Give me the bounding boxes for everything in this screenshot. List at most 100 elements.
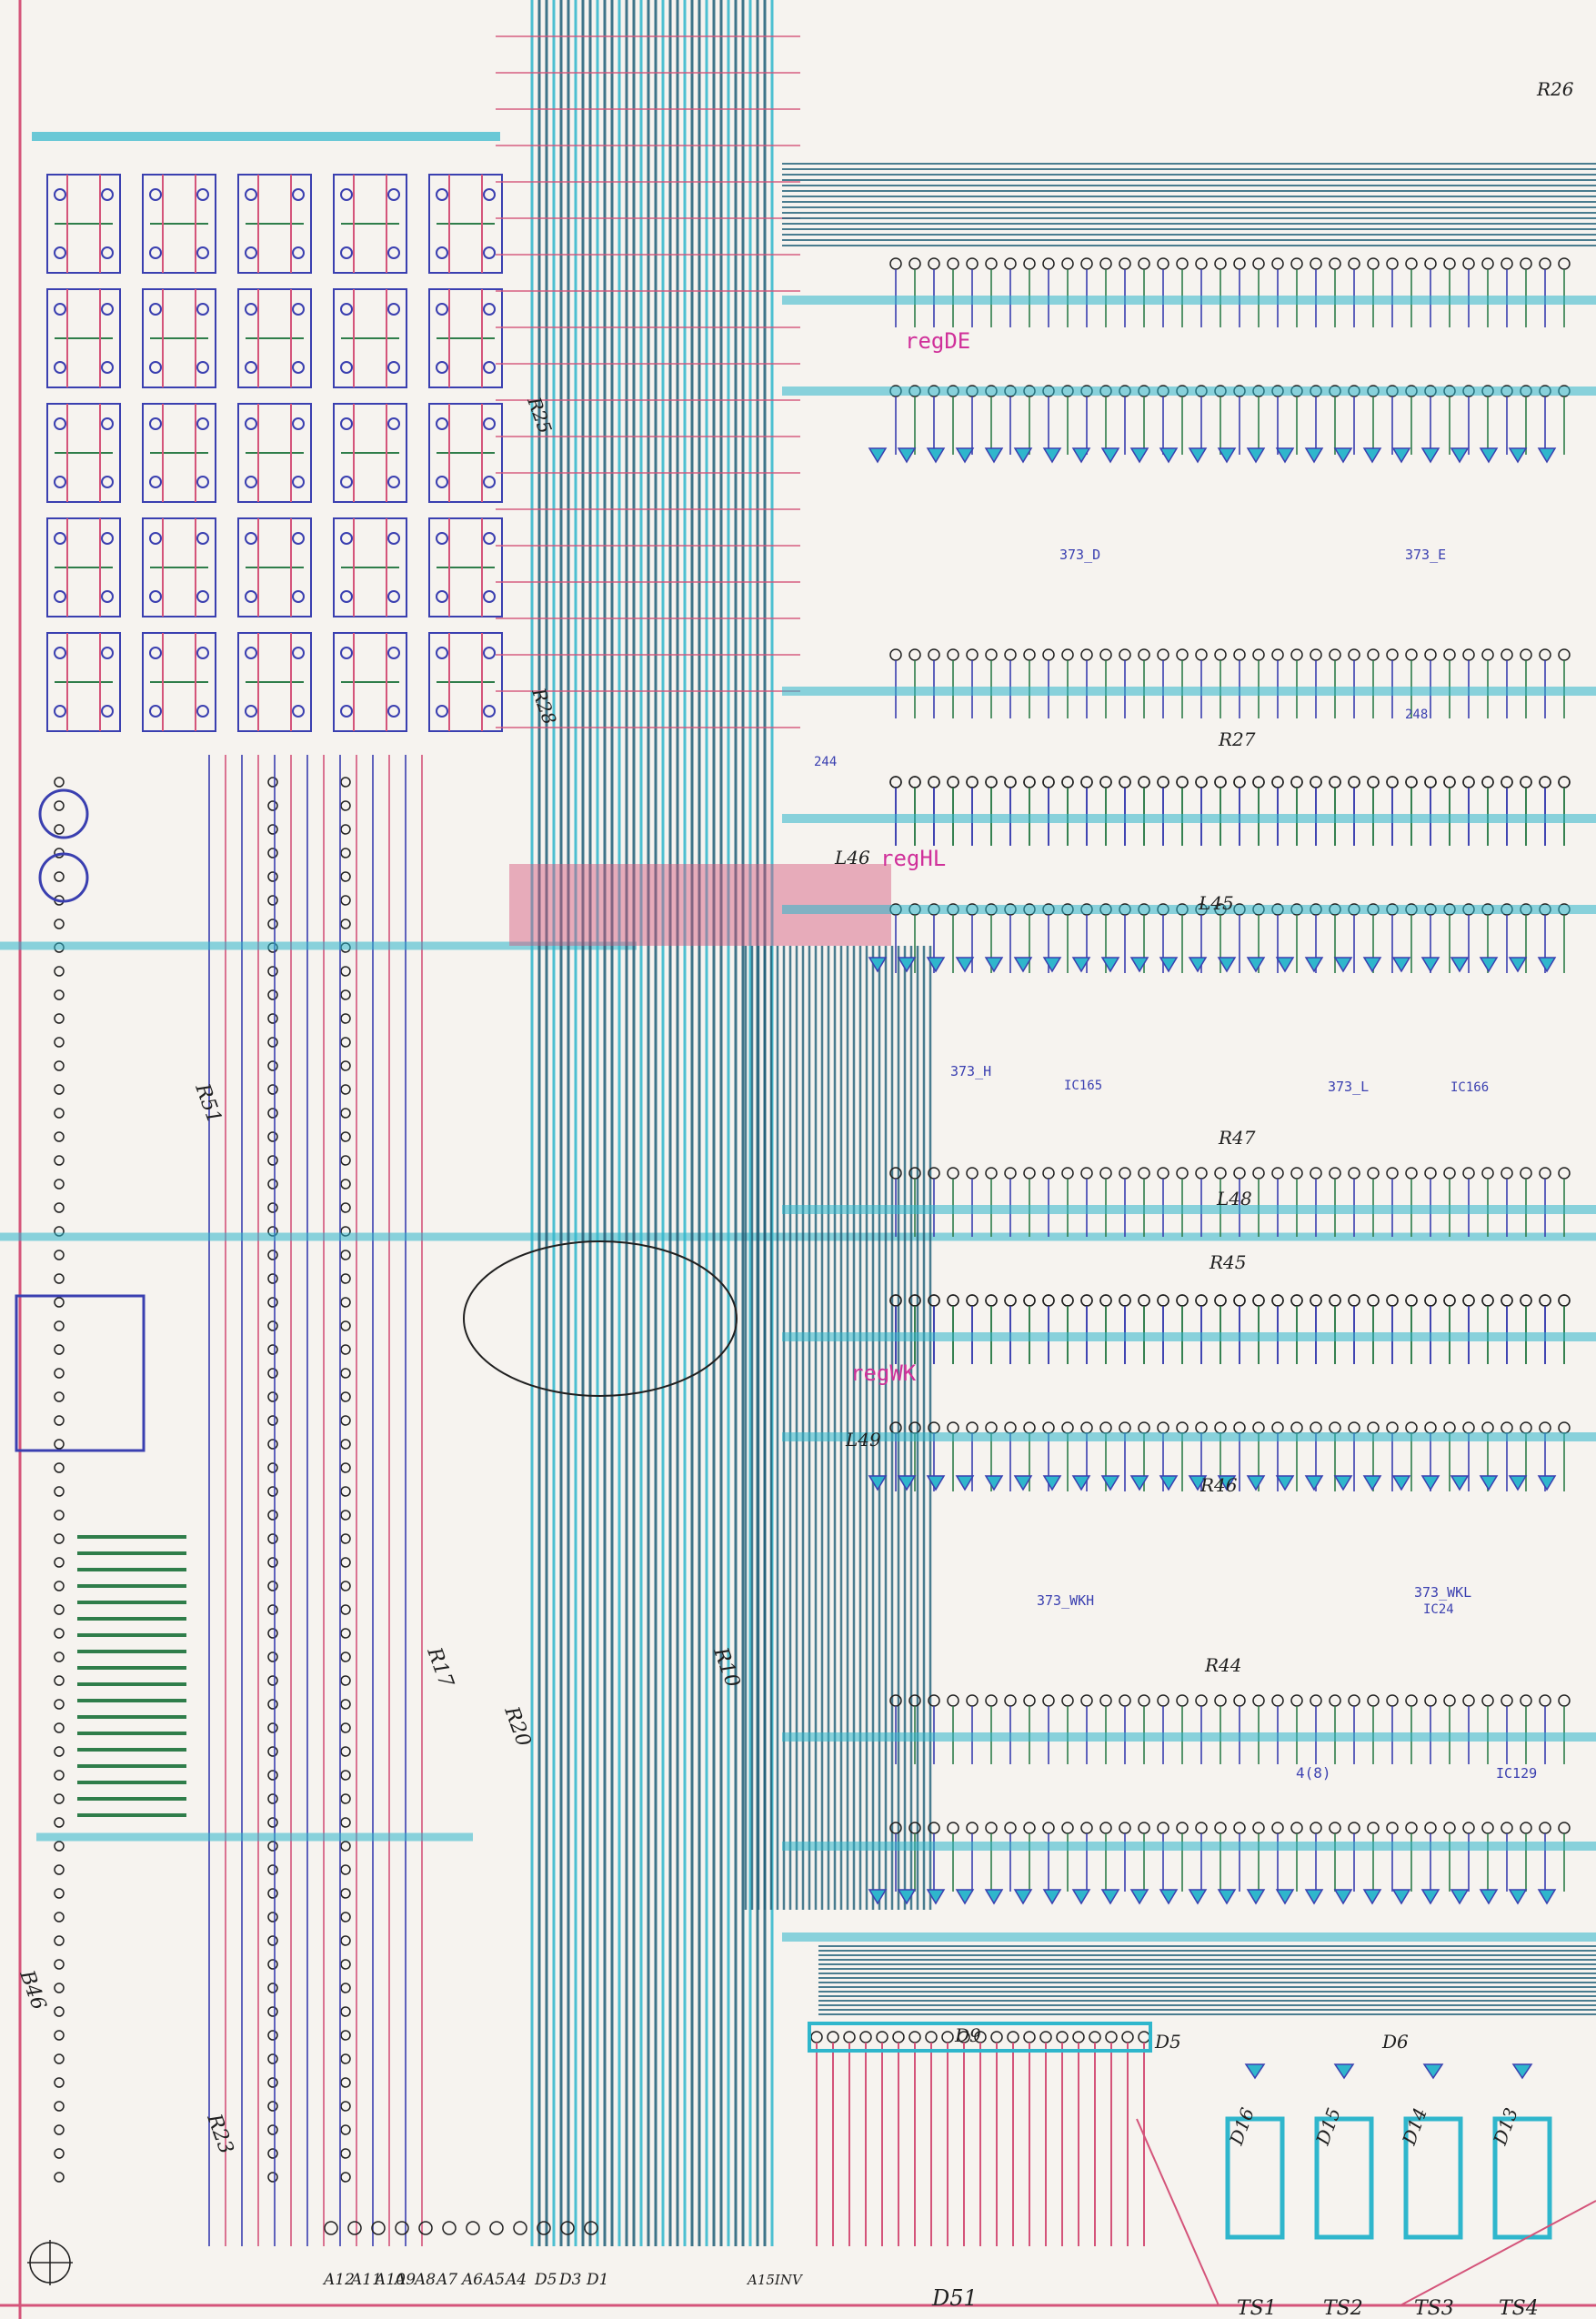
keypad-switch-outline xyxy=(46,174,121,274)
chip-label-4-8: 4(8) xyxy=(1296,1764,1331,1782)
address-pin-pad xyxy=(324,2221,338,2235)
keypad-pad xyxy=(196,590,209,603)
via-pad xyxy=(54,1628,65,1639)
keypad-pad xyxy=(196,188,209,201)
via-pad xyxy=(54,1770,65,1781)
led-symbol xyxy=(1391,1475,1411,1491)
keypad-pad xyxy=(196,417,209,430)
keypad-pad xyxy=(245,188,257,201)
led-symbol xyxy=(1362,957,1382,973)
via-pad xyxy=(267,1297,278,1308)
component-label: L46 xyxy=(834,847,870,868)
led-symbol xyxy=(897,447,917,464)
via-pad xyxy=(54,1675,65,1686)
via-pad xyxy=(267,2030,278,2041)
keypad-switch-outline xyxy=(333,288,407,388)
led-symbol xyxy=(1159,1889,1179,1905)
keypad-pad xyxy=(196,476,209,488)
keypad-pad xyxy=(196,647,209,659)
keypad-switch-outline xyxy=(142,403,216,503)
chip-label-ic166: IC166 xyxy=(1450,1080,1489,1095)
via-pad xyxy=(267,1037,278,1048)
led-symbol xyxy=(955,957,975,973)
keypad-switch-outline xyxy=(142,632,216,732)
led-symbol xyxy=(1508,957,1528,973)
address-pin-pad xyxy=(537,2221,551,2235)
via-pad xyxy=(54,1037,65,1048)
led-symbol xyxy=(1275,1889,1295,1905)
via-pad xyxy=(54,800,65,811)
led-symbol xyxy=(1129,957,1149,973)
led-symbol xyxy=(868,1889,888,1905)
diagonal-trace xyxy=(1400,2200,1596,2306)
chip-label-244: 244 xyxy=(814,755,837,769)
via-pad xyxy=(267,777,278,788)
led-symbol xyxy=(897,957,917,973)
led-symbol xyxy=(984,1475,1004,1491)
address-pin-label: A12 xyxy=(322,2271,355,2289)
keypad-pad xyxy=(436,361,448,374)
keypad-pad xyxy=(387,532,400,545)
via-pad xyxy=(267,1604,278,1615)
via-pad xyxy=(267,1344,278,1355)
keypad-pad xyxy=(387,188,400,201)
led-symbol xyxy=(1275,1475,1295,1491)
led-symbol xyxy=(1217,447,1237,464)
keypad-pad xyxy=(101,361,114,374)
led-symbol xyxy=(1013,957,1033,973)
address-pin-label: D5 xyxy=(534,2271,557,2289)
via-pad xyxy=(267,1581,278,1591)
led-symbol xyxy=(1537,1889,1557,1905)
led-symbol xyxy=(1013,1889,1033,1905)
via-pad xyxy=(54,1320,65,1331)
component-label: L49 xyxy=(845,1429,881,1451)
component-label: R47 xyxy=(1218,1127,1256,1149)
address-pin-label: A4 xyxy=(504,2271,527,2289)
keypad-pad xyxy=(483,705,496,718)
via-pad xyxy=(267,1108,278,1119)
via-pad xyxy=(267,1179,278,1190)
via-pad xyxy=(267,1557,278,1568)
led-symbol xyxy=(1042,1475,1062,1491)
address-pin-label: D3 xyxy=(558,2271,581,2289)
keypad-pad xyxy=(387,647,400,659)
via-pad xyxy=(267,895,278,906)
address-pin-pad xyxy=(513,2221,527,2235)
via-pad xyxy=(54,1462,65,1473)
keypad-pad xyxy=(292,705,305,718)
led-symbol xyxy=(868,1475,888,1491)
keypad-pad xyxy=(245,303,257,316)
address-pin-pad xyxy=(584,2221,598,2235)
keypad-switch-outline xyxy=(237,288,312,388)
led-symbol xyxy=(897,1475,917,1491)
via-pad xyxy=(267,2148,278,2159)
via-pad xyxy=(267,1391,278,1402)
keypad-pad xyxy=(245,417,257,430)
a15-inverter-label: A15INV xyxy=(746,2272,804,2288)
via-pad xyxy=(54,1888,65,1899)
led-symbol xyxy=(1013,447,1033,464)
led-symbol xyxy=(1217,1475,1237,1491)
keypad-switch-outline xyxy=(428,403,503,503)
via-pad xyxy=(267,1131,278,1142)
via-pad xyxy=(54,1935,65,1946)
led-symbol xyxy=(1508,1475,1528,1491)
chip-label-248: 248 xyxy=(1405,708,1428,722)
keypad-switch-outline xyxy=(428,632,503,732)
keypad-pad xyxy=(149,532,162,545)
via-pad xyxy=(54,1533,65,1544)
via-pad xyxy=(267,1368,278,1379)
keypad-switch-outline xyxy=(46,632,121,732)
led-symbol xyxy=(1246,1889,1266,1905)
keypad-pad xyxy=(196,361,209,374)
keypad-pad xyxy=(245,246,257,259)
keypad-pad xyxy=(436,303,448,316)
via-pad xyxy=(267,989,278,1000)
chip-label-373-l: 373_L xyxy=(1328,1079,1369,1095)
address-pin-pad xyxy=(466,2221,480,2235)
via-pad xyxy=(267,1439,278,1450)
keypad-pad xyxy=(196,705,209,718)
led-symbol xyxy=(926,447,946,464)
diode-symbol xyxy=(1244,2063,1266,2080)
